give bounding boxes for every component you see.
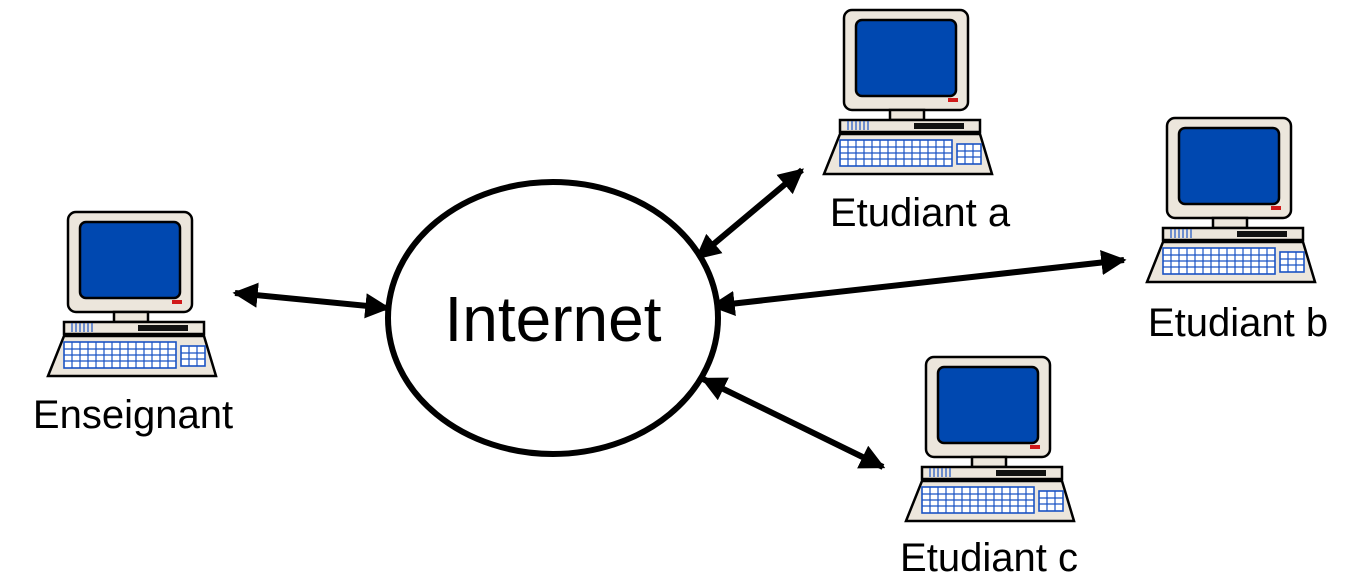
node-label-etudiant-a: Etudiant a [830, 191, 1011, 235]
internet-label: Internet [444, 283, 661, 355]
connection-etudiant-a [695, 167, 804, 261]
node-etudiant-b: Etudiant b [1145, 116, 1328, 345]
node-label-enseignant: Enseignant [33, 393, 233, 437]
connection-etudiant-b [709, 249, 1127, 317]
connection-enseignant [232, 282, 391, 319]
node-label-etudiant-c: Etudiant c [900, 536, 1078, 580]
node-enseignant: Enseignant [33, 210, 233, 437]
node-etudiant-a: Etudiant a [822, 8, 1011, 235]
desktop-computer-icon [1145, 116, 1317, 284]
desktop-computer-icon [46, 210, 218, 378]
desktop-computer-icon [822, 8, 994, 176]
connections [232, 167, 1127, 470]
internet-node: Internet [385, 179, 721, 457]
node-etudiant-c: Etudiant c [900, 355, 1078, 580]
internet-ellipse [385, 179, 721, 457]
desktop-computer-icon [904, 355, 1076, 523]
connection-etudiant-c [700, 376, 886, 470]
node-label-etudiant-b: Etudiant b [1148, 301, 1328, 345]
